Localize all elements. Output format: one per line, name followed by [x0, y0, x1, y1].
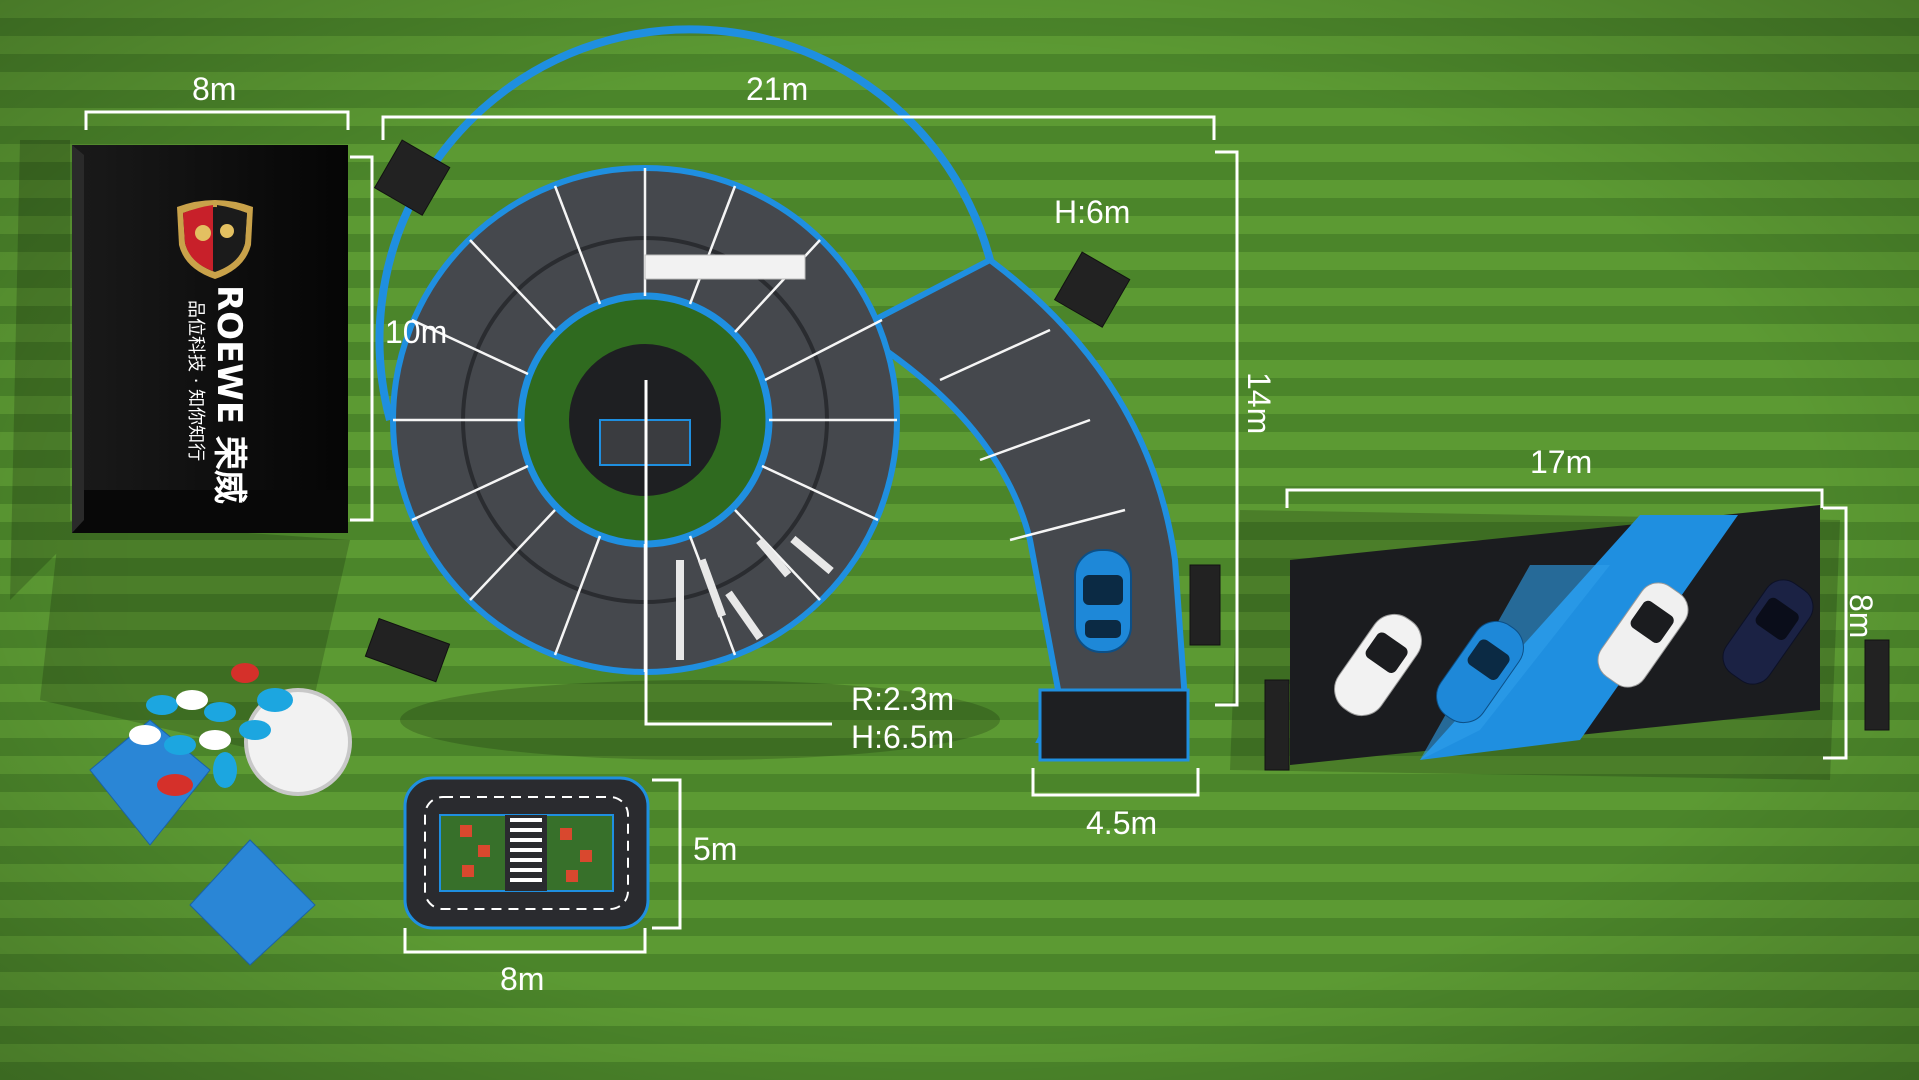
roewe-logo-icon [177, 200, 253, 279]
dim-tent-depth: 10m [385, 314, 447, 350]
dimension-lines [84, 110, 1848, 954]
dim-track-width: 8m [500, 961, 544, 997]
rest-area [89, 663, 352, 966]
balloon-icon [129, 663, 293, 796]
brand-name: ROEWE 荣威 [209, 285, 249, 504]
dim-showcase-width: 17m [1530, 444, 1592, 480]
dim-ramp-width: 4.5m [1086, 805, 1157, 841]
ramp-car-icon [1074, 549, 1132, 653]
dim-track-depth: 5m [693, 831, 737, 867]
dim-center-radius: R:2.3m [851, 681, 954, 717]
car-showcase [1264, 505, 1890, 771]
brand-slogan: 品位科技 · 知你知行 [185, 300, 206, 461]
showcase-car-2-icon [1436, 620, 1524, 724]
mini-track [403, 776, 650, 930]
dim-spiral-width: 21m [746, 71, 808, 107]
showcase-car-3-icon [1597, 582, 1689, 688]
showcase-car-4-icon [1722, 579, 1814, 685]
dim-showcase-depth: 8m [1843, 594, 1879, 638]
dim-center-height: H:6.5m [851, 719, 954, 755]
dim-spiral-depth: 14m [1241, 372, 1277, 434]
showcase-car-1-icon [1334, 613, 1422, 717]
brand-tent: ROEWE 荣威 品位科技 · 知你知行 [72, 145, 348, 533]
dim-spiral-height: H:6m [1054, 194, 1130, 230]
dim-tent-width: 8m [192, 71, 236, 107]
